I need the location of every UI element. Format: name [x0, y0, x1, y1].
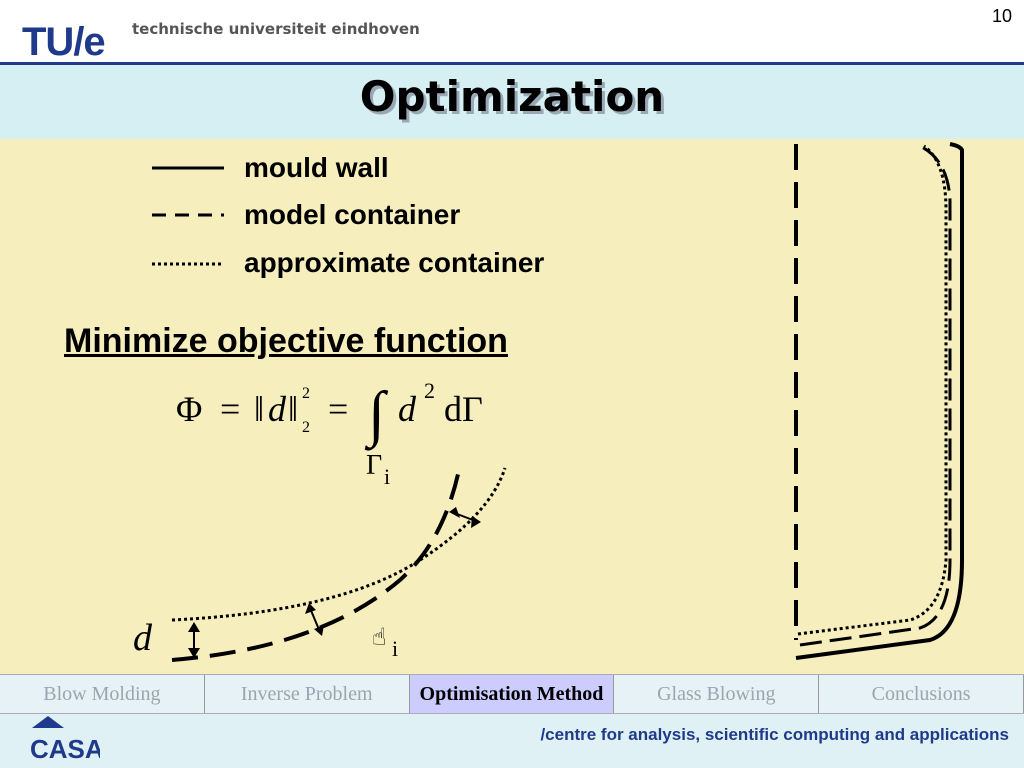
slide-number: 10	[991, 6, 1012, 26]
nav-tab-optimisation-method[interactable]: Optimisation Method	[409, 675, 615, 713]
footer-org-text: /centre for analysis, scientific computi…	[540, 725, 1009, 744]
header-bar: TU/e technische universiteit eindhoven 1…	[0, 0, 1024, 64]
legend-label-mould-wall: mould wall	[244, 152, 389, 183]
legend-label-model-container: model container	[244, 199, 461, 230]
nav-tab-conclusions[interactable]: Conclusions	[819, 675, 1024, 713]
nav-tab-inverse-problem[interactable]: Inverse Problem	[204, 675, 410, 713]
section-heading: Minimize objective function	[64, 322, 508, 360]
casa-logo: CASA	[30, 716, 100, 764]
title-band	[0, 65, 1024, 139]
nav-tab-blow-molding[interactable]: Blow Molding	[0, 675, 205, 713]
tue-logo: TU/e	[22, 20, 106, 64]
nav-tab-glass-blowing[interactable]: Glass Blowing	[614, 675, 820, 713]
casa-logo-text: CASA	[30, 734, 100, 764]
university-name: technische universiteit eindhoven	[132, 20, 420, 38]
content-area	[0, 139, 1024, 674]
header-divider	[0, 62, 1024, 65]
legend-label-approximate-container: approximate container	[244, 247, 545, 278]
section-nav: Blow Molding Inverse Problem Optimisatio…	[0, 674, 1024, 714]
slide-title: Optimization	[359, 72, 665, 121]
